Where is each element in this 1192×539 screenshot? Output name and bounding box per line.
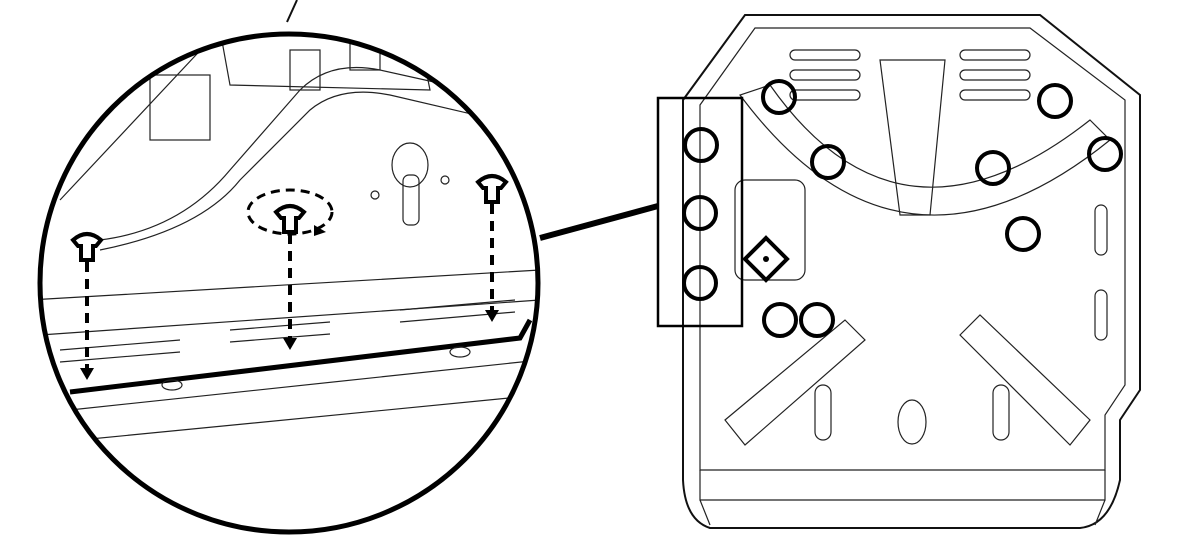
diamond-marker-icon: [742, 235, 790, 283]
right-leg: [959, 314, 1091, 446]
center-post: [879, 59, 946, 216]
screw-marker-icon: [975, 150, 1011, 186]
screw-marker-icon: [682, 265, 718, 301]
screw-marker-icon: [1087, 136, 1123, 172]
screw-marker-icon: [761, 79, 797, 115]
nut-detail: [149, 74, 211, 141]
curved-rail: [739, 84, 1111, 216]
screw-marker-icon: [1037, 83, 1073, 119]
diamond-screw-icon: [763, 256, 769, 262]
screw-marker-icon: [1005, 216, 1041, 252]
leader-line-top: [286, 0, 298, 23]
seat-base-overview: [682, 14, 1141, 529]
screw-icon: [70, 232, 104, 380]
screw-marker-icon: [682, 195, 718, 231]
slots: [59, 299, 516, 351]
post-detail: [391, 142, 429, 188]
screw-icon: [246, 188, 334, 350]
left-leg: [724, 319, 866, 446]
marked-screws: [682, 79, 1123, 338]
rail-edge: [69, 318, 533, 395]
screw-marker-icon: [683, 127, 719, 163]
screw-marker-icon: [810, 144, 846, 180]
highlight-box: [656, 96, 744, 328]
rotation-arrow-icon: [246, 188, 334, 236]
screw-marker-icon: [762, 302, 798, 338]
callout-line: [539, 203, 659, 241]
screw-marker-icon: [799, 302, 835, 338]
screw-icon: [475, 174, 509, 322]
magnifier-circle: [37, 31, 541, 535]
